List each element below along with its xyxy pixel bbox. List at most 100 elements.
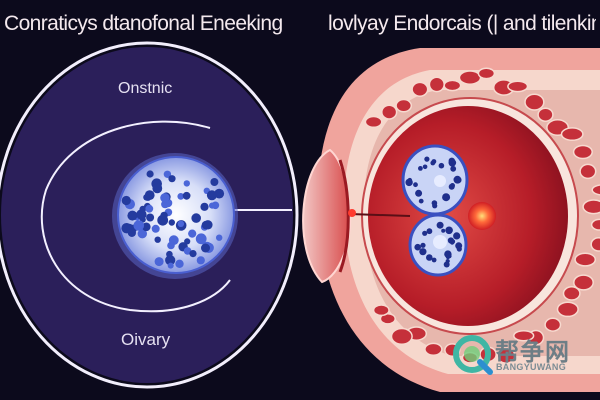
- follicle-cell: [146, 170, 154, 178]
- follicle-cells: [121, 170, 225, 269]
- watermark-cn: 帮争网: [495, 339, 570, 366]
- embryo-cell: [454, 176, 462, 184]
- embryo-cell: [415, 189, 423, 197]
- tissue-cell: [579, 163, 597, 180]
- embryo-cell: [441, 228, 446, 233]
- follicle-cell: [137, 229, 147, 239]
- embryo-cell: [418, 166, 423, 171]
- follicle-cell: [157, 214, 169, 226]
- embryo-cell: [438, 162, 445, 169]
- tissue-cell: [544, 317, 562, 332]
- tissue-cell: [477, 67, 496, 80]
- follicle-cell: [136, 209, 147, 220]
- follicle-cell: [121, 223, 132, 234]
- embryo-cell: [418, 198, 424, 204]
- watermark-en: BANGYUWANG: [496, 362, 566, 372]
- tissue-cell: [507, 80, 529, 93]
- tissue-cell: [424, 342, 443, 356]
- follicle-cell: [200, 202, 209, 211]
- follicle-cell: [201, 220, 211, 230]
- embryo-cell: [407, 177, 413, 183]
- tissue-cell: [537, 107, 554, 122]
- label-onstnic: Onstnic: [118, 80, 173, 97]
- tissue-cell: [390, 327, 413, 346]
- follicle-cell: [145, 204, 154, 213]
- canal-line: [349, 213, 411, 217]
- follicle-cell: [163, 170, 172, 178]
- follicle-cell: [188, 229, 197, 238]
- embryo-cell: [422, 164, 428, 170]
- embryo-cluster: [401, 144, 469, 277]
- tissue-cell: [513, 329, 535, 342]
- follicle-cell: [151, 224, 160, 233]
- bangyuwang-logo-icon: [453, 335, 493, 375]
- tissue-cell: [590, 237, 600, 252]
- embryo-core-upper: [434, 175, 446, 187]
- follicle-cell: [160, 193, 170, 203]
- embryo-cell: [424, 156, 430, 162]
- follicle-cell: [191, 213, 201, 223]
- follicle-cell: [206, 190, 217, 201]
- follicle-cell: [177, 193, 185, 200]
- follicle-cell: [166, 250, 173, 258]
- follicle-cell: [161, 200, 170, 209]
- embryo-cell: [447, 227, 453, 233]
- tissue-cell: [524, 93, 545, 111]
- follicle-cell: [210, 178, 219, 186]
- follicle-cell: [154, 236, 161, 243]
- embryo-cell: [449, 240, 455, 245]
- embryo-cell: [432, 203, 438, 209]
- embryo-cell: [430, 160, 436, 166]
- tissue-cell: [582, 199, 600, 215]
- embryo-cell: [420, 242, 426, 248]
- tissue-cell: [428, 76, 445, 93]
- outer-ring: [0, 41, 299, 389]
- embryo-cell: [442, 193, 451, 202]
- follicle-cell: [201, 243, 210, 253]
- embryo-cell: [443, 261, 450, 268]
- tissue-cell: [395, 98, 413, 113]
- follicle-cell: [196, 256, 205, 265]
- embryo-cell: [456, 246, 462, 252]
- tissue-cell: [556, 301, 579, 318]
- follicle-cell: [189, 250, 197, 258]
- follicle-cell: [216, 234, 223, 241]
- embryo-cell: [413, 182, 418, 188]
- embryo-cell: [426, 254, 433, 261]
- follicle-cell: [177, 220, 185, 227]
- follicle-cell: [211, 201, 220, 210]
- follicle-cell: [182, 191, 191, 200]
- follicle-cell: [183, 180, 190, 187]
- embryo-cell: [450, 165, 457, 172]
- tissue-cell: [572, 144, 593, 160]
- follicle-cell: [167, 241, 175, 250]
- embryo-cell: [414, 243, 422, 251]
- tissue-cell: [364, 115, 383, 129]
- tissue-cell: [573, 274, 594, 291]
- follicle-cell: [143, 194, 150, 201]
- watermark: 帮争网 BANGYUWANG: [450, 330, 598, 378]
- embryo-cell: [436, 221, 444, 229]
- tissue-cell: [458, 70, 482, 85]
- follicle-cell: [146, 213, 155, 222]
- follicle-cell: [165, 255, 176, 266]
- embryo-cell: [422, 230, 428, 236]
- follicle-cell: [184, 238, 191, 245]
- embryo-cell: [453, 232, 461, 240]
- tissue-cell: [381, 104, 398, 120]
- tissue-cell: [411, 81, 429, 97]
- tissue-cell: [560, 127, 584, 142]
- follicle-cell: [167, 262, 174, 269]
- tissue-cell: [372, 304, 390, 317]
- embryo-cell: [444, 250, 452, 258]
- follicle-cell: [168, 219, 175, 226]
- embryo-cell: [448, 183, 455, 190]
- embryo-cell: [419, 248, 427, 256]
- lip-shadow: [338, 159, 350, 273]
- embryo-cell: [431, 257, 437, 263]
- bleeding-spot: [468, 202, 496, 230]
- embryo-core-lower: [433, 235, 447, 249]
- title-left: Conraticys dtanofonal Eneeking: [4, 12, 283, 35]
- follicle-cell: [133, 220, 145, 231]
